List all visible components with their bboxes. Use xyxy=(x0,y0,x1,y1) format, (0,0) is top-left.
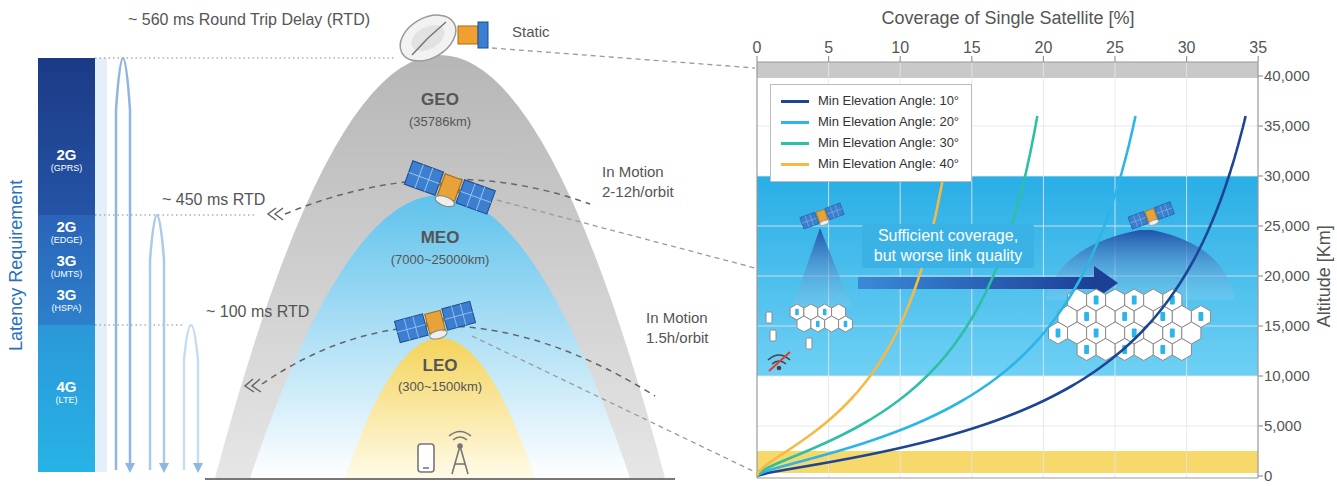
legend-swatch xyxy=(781,163,809,166)
callout-text: Sufficient coverage, but worse link qual… xyxy=(862,224,1034,268)
orbit-name: GEO xyxy=(421,90,459,110)
legend-row: Min Elevation Angle: 10° xyxy=(781,91,959,112)
technology-label: (UMTS) xyxy=(51,269,83,279)
status-label: In Motion xyxy=(602,163,664,180)
tick-label: 20 xyxy=(1035,39,1053,57)
generation-label: 4G xyxy=(56,378,76,395)
legend-swatch xyxy=(781,100,809,103)
legend-label: Min Elevation Angle: 10° xyxy=(818,94,959,109)
no-signal-icon xyxy=(768,352,790,371)
legend-swatch xyxy=(781,121,809,124)
tick-label: 10,000 xyxy=(1264,367,1310,384)
orbit-name: MEO xyxy=(421,228,460,248)
tick-label: 15,000 xyxy=(1264,317,1310,334)
tick-label: 40,000 xyxy=(1264,67,1310,84)
legend-box: Min Elevation Angle: 10° Min Elevation An… xyxy=(770,84,972,182)
tick-label: 35,000 xyxy=(1264,117,1310,134)
delay-loops xyxy=(116,58,198,470)
latency-strip xyxy=(95,58,107,472)
geo-satellite xyxy=(392,6,488,71)
legend-row: Min Elevation Angle: 30° xyxy=(781,133,959,154)
legend-label: Min Elevation Angle: 40° xyxy=(818,157,959,172)
tick-label: 30 xyxy=(1178,39,1196,57)
delay-label: ~ 450 ms RTD xyxy=(162,191,265,209)
phones xyxy=(766,312,812,349)
technology-label: (EDGE) xyxy=(51,235,83,245)
legend-row: Min Elevation Angle: 40° xyxy=(781,154,959,175)
latency-segment: 3G(HSPA) xyxy=(38,284,95,316)
orbit-path xyxy=(245,179,655,396)
period-label: 2-12h/orbit xyxy=(602,183,674,200)
chart-area xyxy=(757,62,1258,478)
period-label: 1.5h/orbit xyxy=(646,329,709,346)
ground-terminals xyxy=(418,432,471,475)
status-label: In Motion xyxy=(646,309,708,326)
orbit-altitude: (7000~25000km) xyxy=(391,253,490,268)
meo-satellite xyxy=(402,161,495,221)
leo-satellite xyxy=(394,301,477,348)
latency-segment: 4G(LTE) xyxy=(38,370,95,414)
axis-title: Coverage of Single Satellite [%] xyxy=(881,8,1134,29)
tick-label: 5,000 xyxy=(1264,417,1302,434)
status-label: Static xyxy=(512,23,550,40)
legend-swatch xyxy=(781,142,809,145)
orbit-altitude: (300~1500km) xyxy=(398,380,482,395)
latency-segment: 2G(EDGE) xyxy=(38,216,95,248)
technology-label: (GPRS) xyxy=(51,163,83,173)
axis-title: Latency Requirement xyxy=(7,179,28,350)
tick-label: 30,000 xyxy=(1264,167,1310,184)
orbit-altitude: (35786km) xyxy=(409,115,471,130)
chart-axes xyxy=(757,62,1258,478)
tick-label: 25,000 xyxy=(1264,217,1310,234)
delay-label: ~ 560 ms Round Trip Delay (RTD) xyxy=(128,11,370,29)
tick-label: 35 xyxy=(1249,39,1267,57)
tick-label: 0 xyxy=(753,39,762,57)
coverage-curves xyxy=(757,116,1246,476)
generation-label: 3G xyxy=(56,286,76,303)
orbit-name: LEO xyxy=(423,356,458,376)
tick-label: 20,000 xyxy=(1264,267,1310,284)
generation-label: 2G xyxy=(56,218,76,235)
satellite xyxy=(800,203,846,232)
legend-label: Min Elevation Angle: 30° xyxy=(818,136,959,151)
tick-label: 10 xyxy=(891,39,909,57)
meo-band xyxy=(757,176,1258,376)
generation-label: 3G xyxy=(56,252,76,269)
tick-label: 15 xyxy=(963,39,981,57)
cell-grid xyxy=(790,304,852,332)
technology-label: (HSPA) xyxy=(52,303,82,313)
latency-band xyxy=(38,215,95,325)
tick-label: 0 xyxy=(1264,467,1272,484)
ground-line xyxy=(205,478,675,480)
legend-label: Min Elevation Angle: 20° xyxy=(818,115,959,130)
axis-ticks xyxy=(757,56,1263,476)
tick-label: 25 xyxy=(1106,39,1124,57)
grid-lines xyxy=(757,62,1258,478)
technology-label: (LTE) xyxy=(56,395,78,405)
geo-region: GEO (35786km) MEO (7000~25000km) LEO (300~150… xyxy=(215,55,665,478)
latency-segment: 3G(UMTS) xyxy=(38,250,95,282)
cell-grid xyxy=(1049,289,1211,361)
satellite xyxy=(1128,202,1176,232)
leader-lines xyxy=(472,48,755,472)
axis-title: Altitude [Km] xyxy=(1314,225,1335,327)
geo-band xyxy=(757,62,1258,78)
latency-band xyxy=(38,58,95,215)
generation-label: 2G xyxy=(56,146,76,163)
latency-segment: 2G(GPRS) xyxy=(38,135,95,185)
leo-region: LEO (300~1500km) xyxy=(345,338,535,478)
beam-cone xyxy=(793,228,851,312)
meo-region: MEO (7000~25000km) LEO (300~1500km) xyxy=(250,195,630,478)
tick-label: 5 xyxy=(824,39,833,57)
latency-band xyxy=(38,325,95,472)
legend-row: Min Elevation Angle: 20° xyxy=(781,112,959,133)
delay-label: ~ 100 ms RTD xyxy=(206,303,309,321)
